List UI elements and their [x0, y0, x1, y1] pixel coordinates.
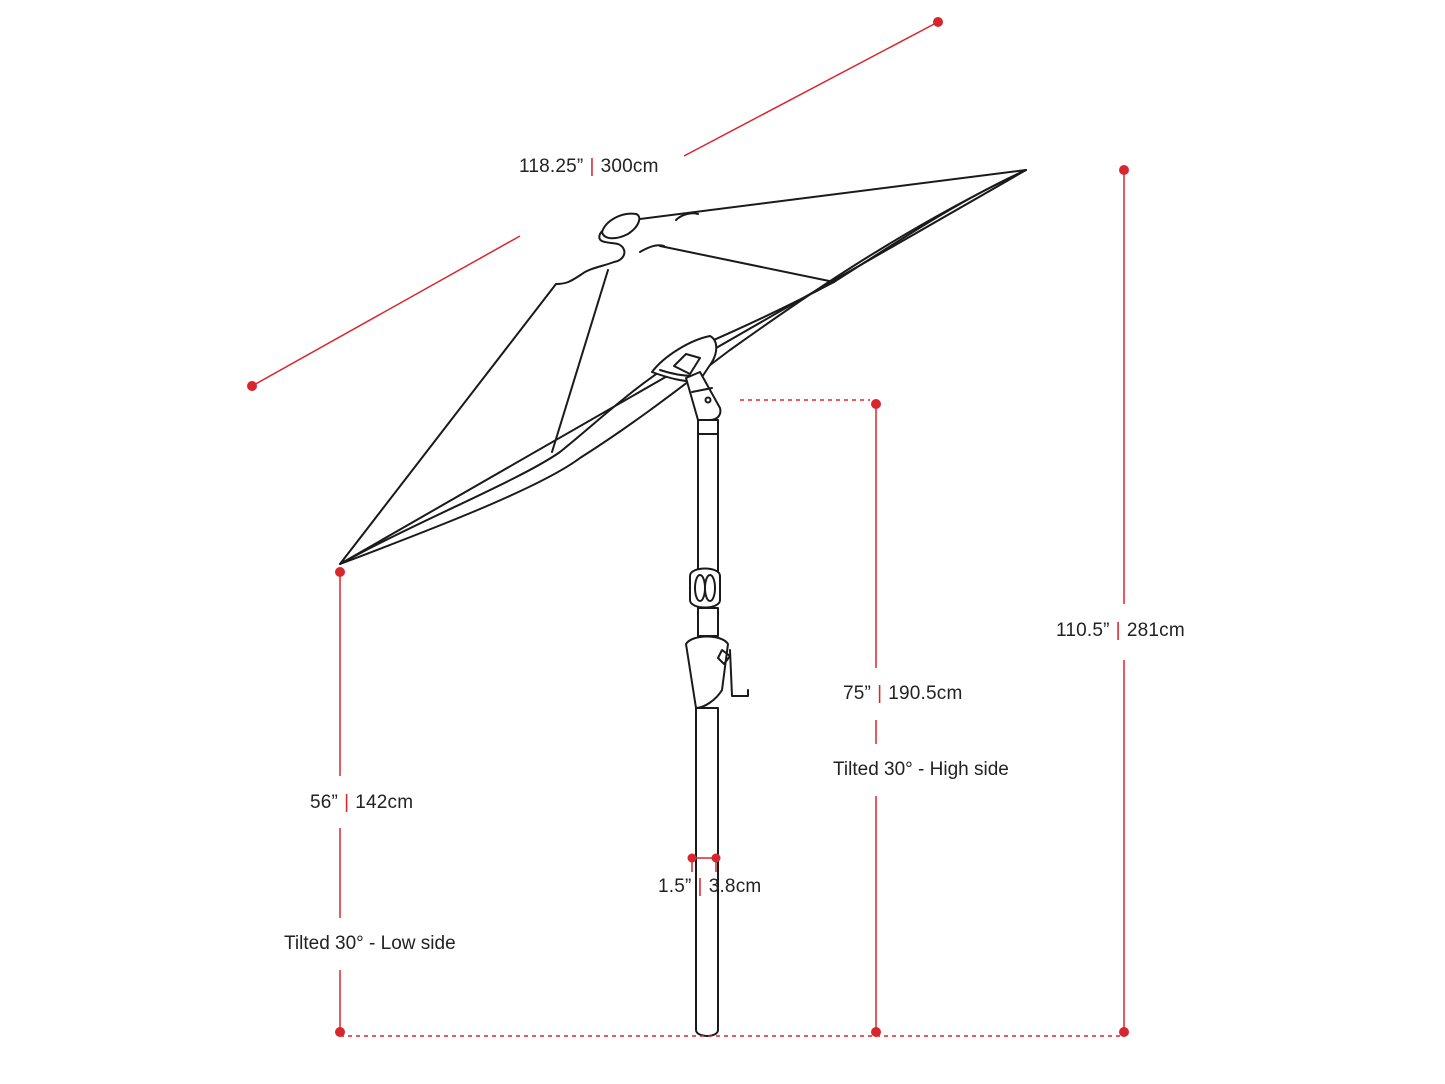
dimension-endpoint [711, 853, 721, 863]
tilt-knuckle [685, 371, 722, 421]
low-side-note: Tilted 30° - Low side [284, 933, 456, 954]
separator: | [589, 156, 595, 177]
total-height-metric: 281cm [1126, 620, 1185, 641]
canopy-rib [551, 269, 609, 453]
dimension-endpoint [687, 853, 697, 863]
separator: | [1115, 620, 1121, 641]
pole-upper [697, 419, 719, 573]
pole-diameter-metric: 3.8cm [708, 876, 762, 897]
dimension-endpoint [335, 567, 345, 577]
low-side-height-label: 56”|142cm [310, 792, 413, 814]
separator: | [344, 792, 350, 813]
high-side-note: Tilted 30° - High side [833, 759, 1009, 780]
dimension-endpoint [1119, 165, 1129, 175]
dimension-endpoint [335, 1027, 345, 1037]
dimension-endpoint [247, 381, 257, 391]
canopy-diameter-metric: 300cm [600, 156, 659, 177]
pole-diameter-imperial: 1.5” [658, 876, 692, 897]
dimension-endpoint [933, 17, 943, 27]
dimension-endpoint [871, 1027, 881, 1037]
low-side-height-metric: 142cm [355, 792, 414, 813]
high-side-height-imperial: 75” [843, 683, 872, 704]
crank-handle [729, 649, 749, 697]
dimension-endpoint [871, 399, 881, 409]
canopy-rib [659, 245, 835, 283]
canopy-diameter-label: 118.25”|300cm [519, 156, 659, 178]
high-side-height-label: 75”|190.5cm [843, 683, 962, 705]
total-height-label: 110.5”|281cm [1056, 620, 1185, 642]
separator: | [697, 876, 703, 897]
umbrella-illustration [339, 169, 1027, 1037]
pole-lower [695, 707, 719, 1037]
high-side-height-metric: 190.5cm [888, 683, 963, 704]
canopy-diameter-line [251, 235, 521, 387]
low-side-height-imperial: 56” [310, 792, 339, 813]
canopy-diameter-imperial: 118.25” [519, 156, 584, 177]
pole-diameter-label: 1.5”|3.8cm [658, 876, 761, 898]
dimension-endpoint [1119, 1027, 1129, 1037]
separator: | [877, 683, 883, 704]
crank-housing [685, 635, 729, 709]
solar-panel [601, 212, 641, 240]
canopy-inner-edge [339, 281, 835, 565]
tilt-hub [651, 335, 718, 383]
total-height-imperial: 110.5” [1056, 620, 1110, 641]
dimension-lines [247, 17, 1129, 1037]
